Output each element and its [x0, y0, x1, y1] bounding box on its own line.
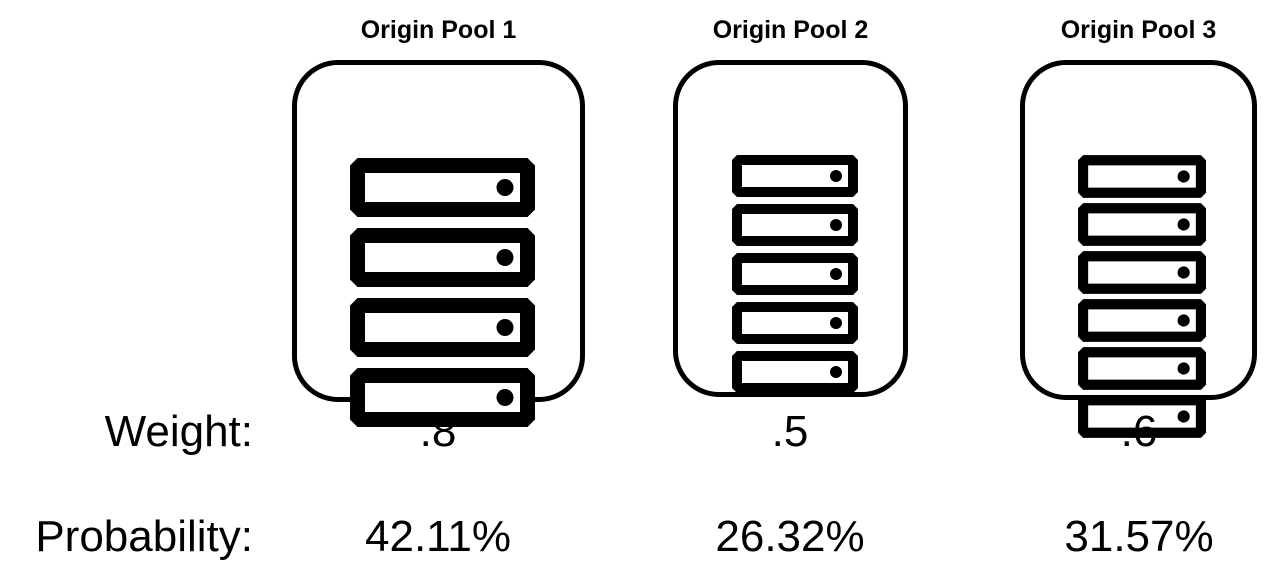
weight-row-label: Weight:	[104, 407, 253, 456]
pool-2-weight-value: .5	[771, 407, 809, 456]
probability-row-label: Probability:	[35, 512, 253, 561]
server-icon	[1078, 299, 1206, 342]
server-stack	[732, 155, 858, 393]
server-icon	[732, 155, 858, 197]
pool-2-probability-value: 26.32%	[715, 512, 865, 561]
pool-3-weight-value: .6	[1120, 407, 1158, 456]
server-icon	[350, 298, 535, 357]
pool-title: Origin Pool 2	[712, 16, 869, 44]
pool-box	[292, 60, 585, 427]
pool-box	[673, 60, 908, 397]
server-icon	[732, 351, 858, 393]
server-stack	[350, 158, 535, 427]
server-icon	[1078, 395, 1206, 438]
pool-box	[1020, 60, 1257, 438]
server-icon	[1078, 347, 1206, 390]
pool-title: Origin Pool 3	[1060, 16, 1217, 44]
pool-1-weight-value: .8	[419, 407, 457, 456]
pool-title: Origin Pool 1	[360, 16, 517, 44]
pool-1-probability-value: 42.11%	[365, 512, 511, 561]
server-icon	[350, 368, 535, 427]
server-icon	[732, 302, 858, 344]
server-icon	[1078, 155, 1206, 198]
server-icon	[350, 228, 535, 287]
server-icon	[350, 158, 535, 217]
pool-3-probability-value: 31.57%	[1064, 512, 1214, 561]
server-icon	[1078, 203, 1206, 246]
server-stack	[1078, 155, 1206, 438]
server-icon	[1078, 251, 1206, 294]
server-icon	[732, 253, 858, 295]
server-icon	[732, 204, 858, 246]
